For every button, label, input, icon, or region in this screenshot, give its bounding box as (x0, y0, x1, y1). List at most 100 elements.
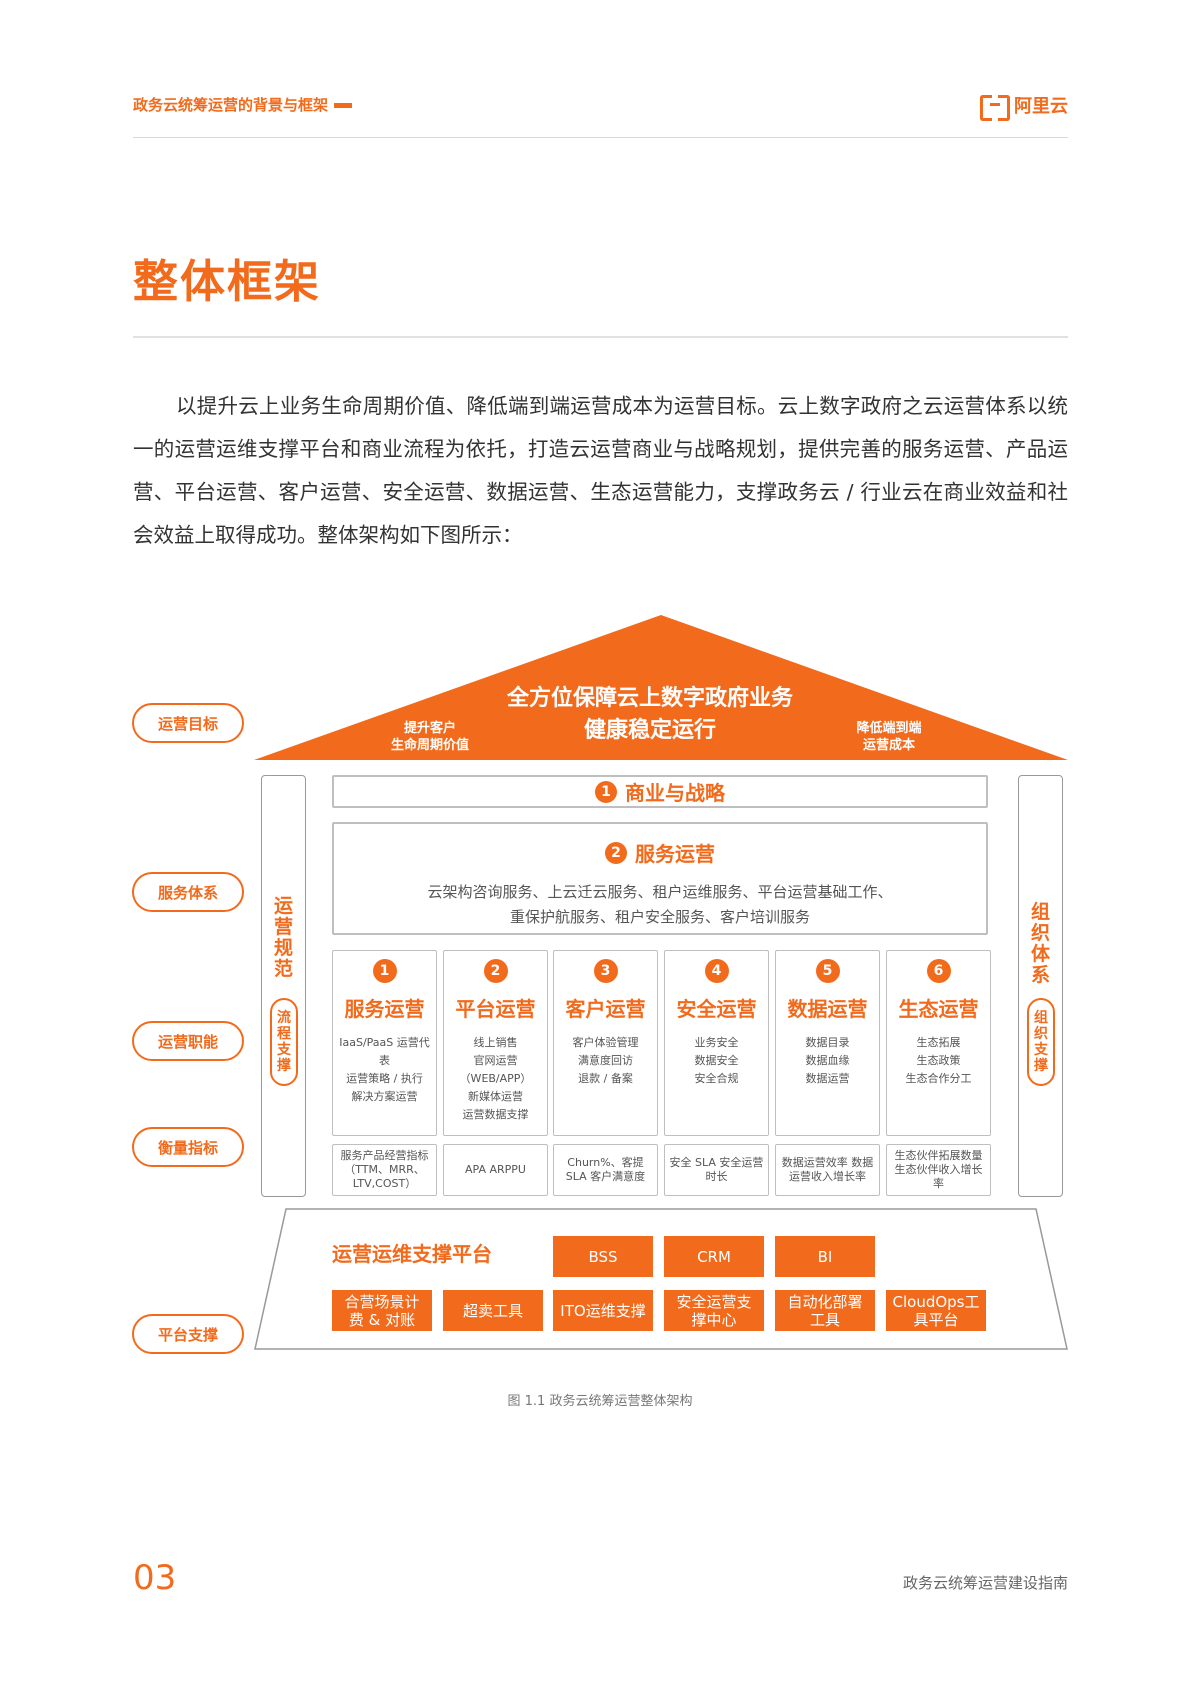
ops-column: 3 客户运营客户体验管理满意度回访退款 / 备案 Churn%、客提SLA 客户满意… (553, 950, 658, 1196)
ops-item: 业务安全 (694, 1036, 739, 1049)
ops-item: 官网运营（WEB/APP） (459, 1054, 532, 1085)
title-divider (133, 336, 1068, 338)
ops-item: IaaS/PaaS 运营代表 (339, 1036, 430, 1067)
body-paragraph: 以提升云上业务生命周期价值、降低端到端运营成本为运营目标。云上数字政府之云运营体… (133, 394, 1068, 547)
page-number: 03 (133, 1558, 177, 1598)
right-pillar-title: 组织体系 (1030, 901, 1050, 986)
ops-items: IaaS/PaaS 运营代表运营策略 / 执行解决方案运营 (333, 1034, 436, 1106)
roof-left-text: 提升客户 生命周期价值 (370, 720, 490, 754)
figure-caption: 图 1.1 政务云统筹运营整体架构 (507, 1394, 693, 1409)
right-pillar: 组织体系 组织支撑 (1018, 775, 1063, 1197)
ops-card: 6 生态运营生态拓展生态政策生态合作分工 (886, 950, 991, 1136)
ops-item: 数据目录 (805, 1036, 850, 1049)
aliyun-logo-icon (980, 95, 1010, 121)
ops-item: 解决方案运营 (351, 1090, 418, 1103)
ops-card: 4 安全运营业务安全数据安全安全合规 (664, 950, 769, 1136)
ops-item: 生态合作分工 (905, 1072, 972, 1085)
ops-item: 线上销售 (473, 1036, 518, 1049)
roof-left-line1: 提升客户 (403, 721, 456, 736)
roof-main-line1: 全方位保障云上数字政府业务 (506, 686, 793, 711)
roof-main-line2: 健康稳定运行 (583, 718, 716, 743)
ops-item: 运营数据支撑 (462, 1108, 529, 1121)
ops-metric: 安全 SLA 安全运营时长 (664, 1144, 769, 1196)
page-header: 政务云统筹运营的背景与框架 阿里云 (133, 92, 1068, 138)
roof-right-text: 降低端到端 运营成本 (834, 720, 944, 754)
header-title: 政务云统筹运营的背景与框架 (133, 94, 353, 115)
left-pillar-pill: 流程支撑 (270, 998, 298, 1086)
ops-number: 2 (483, 959, 508, 983)
service-label: 服务运营 (635, 842, 715, 866)
ops-item: 满意度回访 (578, 1054, 633, 1067)
ops-number: 6 (926, 959, 951, 983)
service-description: 云架构咨询服务、上云迁云服务、租户运维服务、平台运营基础工作、 重保护航服务、租… (334, 880, 986, 930)
roof-triangle (254, 615, 1068, 760)
service-box: 2 服务运营 云架构咨询服务、上云迁云服务、租户运维服务、平台运营基础工作、 重… (332, 822, 988, 935)
platform-tool: CloudOps工具平台 (886, 1290, 986, 1331)
ops-metric: 服务产品经营指标（TTM、MRR、LTV,COST） (332, 1144, 437, 1196)
ops-column: 4 安全运营业务安全数据安全安全合规安全 SLA 安全运营时长 (664, 950, 769, 1196)
ops-item: 运营策略 / 执行 (346, 1072, 423, 1085)
ops-metric: 生态伙伴拓展数量 生态伙伴收入增长率 (886, 1144, 991, 1196)
platform-tool: 超卖工具 (443, 1290, 543, 1331)
ops-card: 3 客户运营客户体验管理满意度回访退款 / 备案 (553, 950, 658, 1136)
ops-items: 业务安全数据安全安全合规 (665, 1034, 768, 1088)
side-label-platform: 平台支撑 (132, 1314, 244, 1354)
platform-tool: 自动化部署工具 (775, 1290, 875, 1331)
ops-items: 客户体验管理满意度回访退款 / 备案 (554, 1034, 657, 1088)
ops-items: 数据目录数据血缘数据运营 (776, 1034, 879, 1088)
right-pillar-pill: 组织支撑 (1027, 998, 1055, 1086)
service-desc-line1: 云架构咨询服务、上云迁云服务、租户运维服务、平台运营基础工作、 (427, 883, 893, 901)
service-number: 2 (605, 841, 627, 864)
platform-tool: BSS (553, 1236, 653, 1277)
roof-right-line1: 降低端到端 (856, 721, 922, 736)
ops-title: 安全运营 (676, 997, 757, 1021)
side-label-goal: 运营目标 (132, 703, 244, 743)
side-label-metric: 衡量指标 (132, 1127, 244, 1167)
ops-item: 生态政策 (916, 1054, 961, 1067)
ops-metric: 数据运营效率 数据运营收入增长率 (775, 1144, 880, 1196)
strategy-number: 1 (595, 780, 617, 803)
strategy-box: 1 商业与战略 (332, 775, 988, 808)
ops-title: 平台运营 (455, 997, 536, 1021)
roof-left-line2: 生命周期价值 (390, 738, 469, 753)
ops-item: 新媒体运营 (468, 1090, 523, 1103)
ops-title: 服务运营 (344, 997, 425, 1021)
ops-column: 1 服务运营 IaaS/PaaS 运营代表运营策略 / 执行解决方案运营服务产品经营… (332, 950, 437, 1196)
ops-item: 客户体验管理 (572, 1036, 639, 1049)
left-pillar: 运营规范 流程支撑 (261, 775, 306, 1197)
ops-item: 数据血缘 (805, 1054, 850, 1067)
platform-tool: BI (775, 1236, 875, 1277)
platform-title: 运营运维支撑平台 (332, 1242, 492, 1266)
ops-card: 2 平台运营线上销售官网运营（WEB/APP） 新媒体运营运营数据支撑 (443, 950, 548, 1136)
ops-title: 客户运营 (565, 997, 646, 1021)
ops-metric: Churn%、客提SLA 客户满意度 (553, 1144, 658, 1196)
ops-number: 4 (704, 959, 729, 983)
ops-item: 安全合规 (694, 1072, 739, 1085)
ops-title: 数据运营 (787, 997, 868, 1021)
logo-text: 阿里云 (1014, 96, 1068, 117)
platform-tool: ITO运维支撑 (553, 1290, 653, 1331)
section-title: 整体框架 (133, 255, 322, 308)
ops-metric: APA ARPPU (443, 1144, 548, 1196)
ops-card: 1 服务运营 IaaS/PaaS 运营代表运营策略 / 执行解决方案运营 (332, 950, 437, 1136)
roof-main-text: 全方位保障云上数字政府业务 健康稳定运行 (450, 683, 850, 747)
ops-title: 生态运营 (898, 997, 979, 1021)
side-label-function: 运营职能 (132, 1021, 244, 1061)
service-heading: 2 服务运营 (334, 838, 986, 867)
ops-item: 退款 / 备案 (578, 1072, 633, 1085)
ops-item: 生态拓展 (916, 1036, 961, 1049)
service-desc-line2: 重保护航服务、租户安全服务、客户培训服务 (509, 908, 810, 926)
ops-number: 1 (372, 959, 397, 983)
header-mark (334, 103, 353, 108)
side-label-service: 服务体系 (132, 872, 244, 912)
platform-tool: 安全运营支撑中心 (664, 1290, 764, 1331)
ops-number: 3 (593, 959, 618, 983)
ops-column: 6 生态运营生态拓展生态政策生态合作分工生态伙伴拓展数量 生态伙伴收入增长率 (886, 950, 991, 1196)
platform-tool: 合营场景计费 & 对账 (332, 1290, 432, 1331)
ops-number: 5 (815, 959, 840, 983)
roof-right-line2: 运营成本 (862, 738, 915, 753)
ops-item: 数据运营 (805, 1072, 850, 1085)
footer-title: 政务云统筹运营建设指南 (902, 1574, 1068, 1592)
left-pillar-title: 运营规范 (273, 895, 293, 980)
header-title-text: 政务云统筹运营的背景与框架 (133, 96, 329, 114)
